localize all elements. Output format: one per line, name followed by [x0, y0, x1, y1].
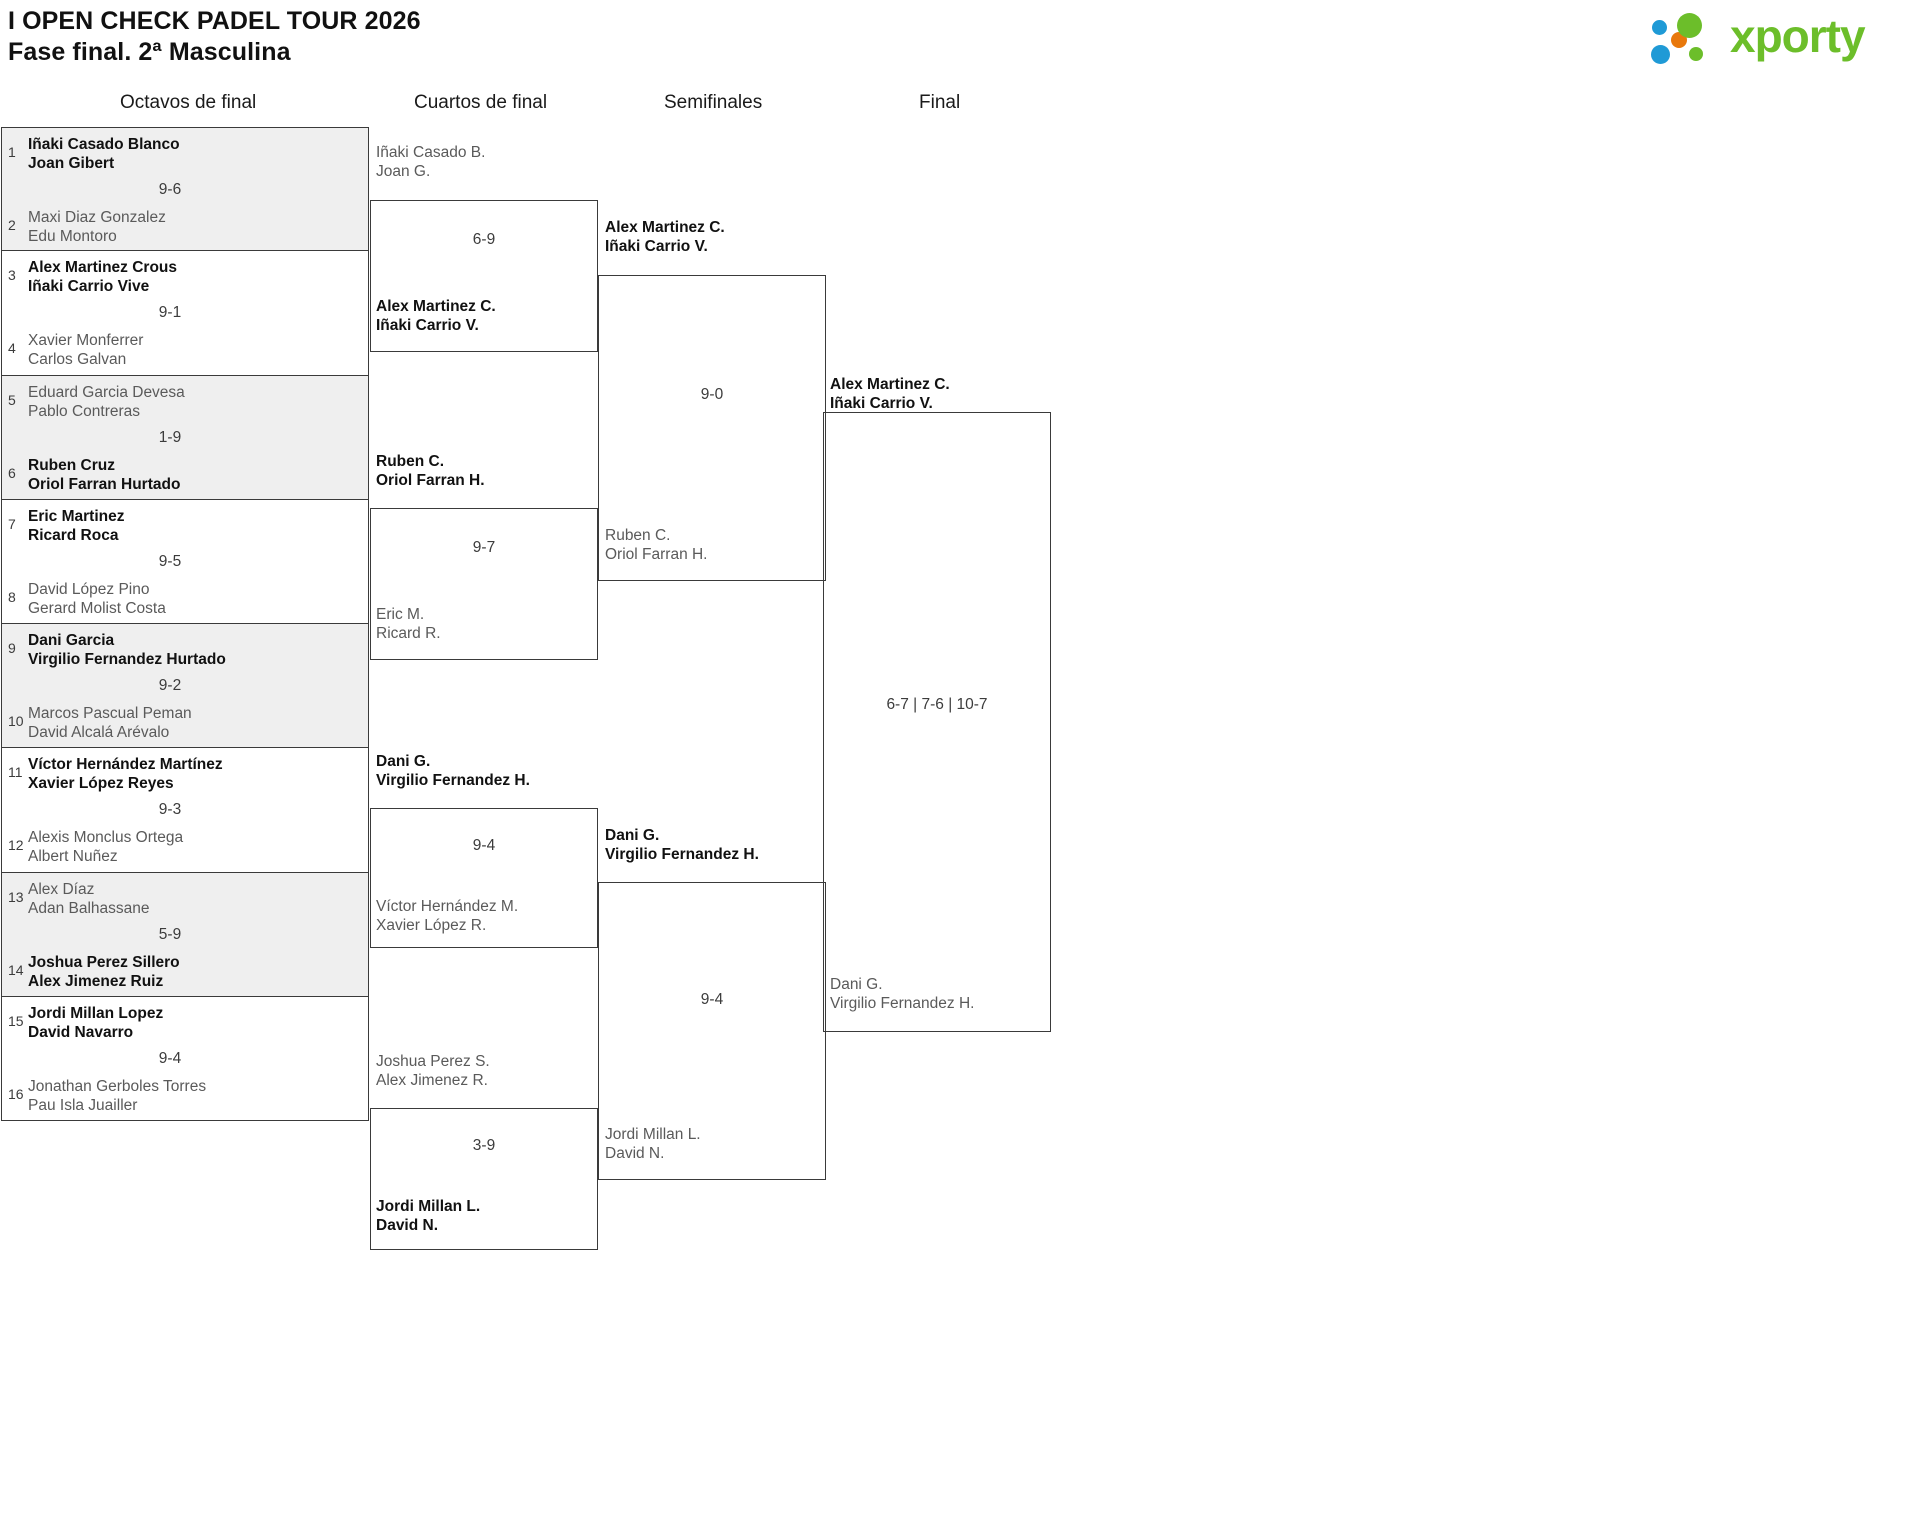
qf4-team-bottom: Jordi Millan L. David N.: [376, 1198, 481, 1234]
seed-number: 12: [8, 837, 24, 854]
logo-wordmark: xporty: [1730, 10, 1866, 62]
seed-number: 6: [8, 464, 16, 481]
sf-match-2[interactable]: 9-4 Jordi Millan L. David N.: [598, 882, 826, 1180]
final-team-top: Alex Martinez C. Iñaki Carrio V.: [830, 376, 950, 412]
match-score: 9-1: [158, 304, 182, 322]
page-title: I OPEN CHECK PADEL TOUR 2026 Fase final.…: [8, 6, 421, 68]
team-name-top: Eduard Garcia Devesa Pablo Contreras: [28, 383, 185, 420]
seed-number: 10: [8, 713, 24, 730]
team-name-bottom: Marcos Pascual Peman David Alcalá Aréval…: [28, 705, 192, 742]
match-score: 9-5: [158, 552, 182, 570]
sf2-team-top: Dani G. Virgilio Fernandez H.: [605, 827, 759, 863]
qf-match-4[interactable]: 3-9 Jordi Millan L. David N.: [370, 1108, 598, 1250]
match-score: 5-9: [158, 925, 182, 943]
match-score: 9-7: [472, 539, 496, 556]
seed-number: 11: [8, 764, 23, 781]
seed-number: 5: [8, 391, 16, 408]
r1-match-4[interactable]: 7 Eric Martinez Ricard Roca 9-5 8 David …: [1, 499, 369, 625]
r1-match-5[interactable]: 9 Dani Garcia Virgilio Fernandez Hurtado…: [1, 624, 369, 749]
r1-match-3[interactable]: 5 Eduard Garcia Devesa Pablo Contreras 1…: [1, 375, 369, 500]
qf2-team-bottom: Eric M. Ricard R.: [376, 606, 441, 642]
sf-match-1[interactable]: 9-0 Ruben C. Oriol Farran H.: [598, 275, 826, 581]
final-team-bottom: Dani G. Virgilio Fernandez H.: [830, 976, 975, 1012]
seed-number: 8: [8, 588, 16, 605]
seed-number: 16: [8, 1086, 24, 1103]
seed-number: 4: [8, 340, 16, 357]
r1-match-2[interactable]: 3 Alex Martinez Crous Iñaki Carrio Vive …: [1, 251, 369, 376]
sf1-team-bottom: Ruben C. Oriol Farran H.: [605, 527, 708, 563]
team-name-bottom: Xavier Monferrer Carlos Galvan: [28, 332, 144, 369]
r1-match-1[interactable]: 1 Iñaki Casado Blanco Joan Gibert 9-6 2 …: [1, 127, 369, 252]
seed-number: 15: [8, 1013, 24, 1030]
match-score: 9-4: [472, 837, 496, 854]
seed-number: 2: [8, 217, 16, 233]
qf-match-3[interactable]: 9-4 Víctor Hernández M. Xavier López R.: [370, 808, 598, 948]
team-name-top: Alex Díaz Adan Balhassane: [28, 880, 150, 917]
qf2-team-top: Ruben C. Oriol Farran H.: [376, 453, 485, 489]
match-score: 9-6: [158, 181, 182, 198]
match-score: 9-2: [158, 677, 182, 695]
qf4-team-top: Joshua Perez S. Alex Jimenez R.: [376, 1053, 490, 1089]
round-header-cuartos: Cuartos de final: [414, 92, 548, 113]
qf3-team-top: Dani G. Virgilio Fernandez H.: [376, 753, 530, 789]
r1-match-7[interactable]: 13 Alex Díaz Adan Balhassane 5-9 14 Josh…: [1, 872, 369, 998]
seed-number: 1: [8, 144, 16, 160]
match-score: 9-4: [700, 991, 724, 1008]
qf1-team-top: Iñaki Casado B. Joan G.: [376, 144, 486, 180]
tournament-subtitle: Fase final. 2ª Masculina: [8, 38, 291, 66]
qf3-team-bottom: Víctor Hernández M. Xavier López R.: [376, 898, 519, 934]
team-name-top: Alex Martinez Crous Iñaki Carrio Vive: [28, 259, 178, 296]
seed-number: 9: [8, 640, 16, 657]
match-score: 9-4: [158, 1050, 182, 1068]
final-match[interactable]: 6-7 | 7-6 | 10-7 Dani G. Virgilio Fernan…: [823, 412, 1051, 1032]
round-header-octavos: Octavos de final: [120, 92, 257, 113]
team-name-bottom: Alexis Monclus Ortega Albert Nuñez: [28, 829, 184, 866]
tournament-title: I OPEN CHECK PADEL TOUR 2026: [8, 7, 421, 35]
team-name-top: Dani Garcia Virgilio Fernandez Hurtado: [28, 632, 226, 669]
seed-number: 3: [8, 267, 16, 284]
seed-number: 7: [8, 515, 16, 532]
round-header-semifinales: Semifinales: [664, 92, 763, 113]
seed-number: 13: [8, 888, 24, 905]
team-name-bottom: Maxi Diaz Gonzalez Edu Montoro: [28, 209, 166, 245]
team-name-top: Iñaki Casado Blanco Joan Gibert: [28, 136, 180, 172]
team-name-top: Eric Martinez Ricard Roca: [28, 507, 125, 544]
sf1-team-top: Alex Martinez C. Iñaki Carrio V.: [605, 219, 725, 255]
qf1-team-bottom: Alex Martinez C. Iñaki Carrio V.: [376, 298, 496, 334]
round1-column: 1 Iñaki Casado Blanco Joan Gibert 9-6 2 …: [1, 127, 369, 1122]
logo-dots-icon: [1650, 12, 1728, 64]
r1-match-8[interactable]: 15 Jordi Millan Lopez David Navarro 9-4 …: [1, 997, 369, 1122]
r1-match-6[interactable]: 11 Víctor Hernández Martínez Xavier Lópe…: [1, 748, 369, 873]
match-score: 1-9: [158, 428, 182, 446]
match-score: 9-0: [700, 386, 724, 403]
seed-number: 14: [8, 961, 24, 978]
match-score: 6-7 | 7-6 | 10-7: [886, 696, 988, 713]
team-name-top: Víctor Hernández Martínez Xavier López R…: [28, 756, 223, 793]
team-name-bottom: Ruben Cruz Oriol Farran Hurtado: [28, 456, 181, 493]
sf2-team-bottom: Jordi Millan L. David N.: [605, 1126, 701, 1162]
qf-match-1[interactable]: 6-9 Alex Martinez C. Iñaki Carrio V.: [370, 200, 598, 352]
team-name-bottom: Jonathan Gerboles Torres Pau Isla Juaill…: [28, 1078, 207, 1115]
match-score: 9-3: [158, 801, 182, 819]
team-name-top: Jordi Millan Lopez David Navarro: [28, 1005, 164, 1042]
xporty-logo: xporty: [1650, 8, 1900, 64]
qf-match-2[interactable]: 9-7 Eric M. Ricard R.: [370, 508, 598, 660]
match-score: 6-9: [472, 231, 496, 248]
team-name-bottom: David López Pino Gerard Molist Costa: [28, 580, 166, 617]
team-name-bottom: Joshua Perez Sillero Alex Jimenez Ruiz: [28, 953, 180, 990]
round-header-final: Final: [919, 92, 961, 113]
match-score: 3-9: [472, 1137, 496, 1154]
